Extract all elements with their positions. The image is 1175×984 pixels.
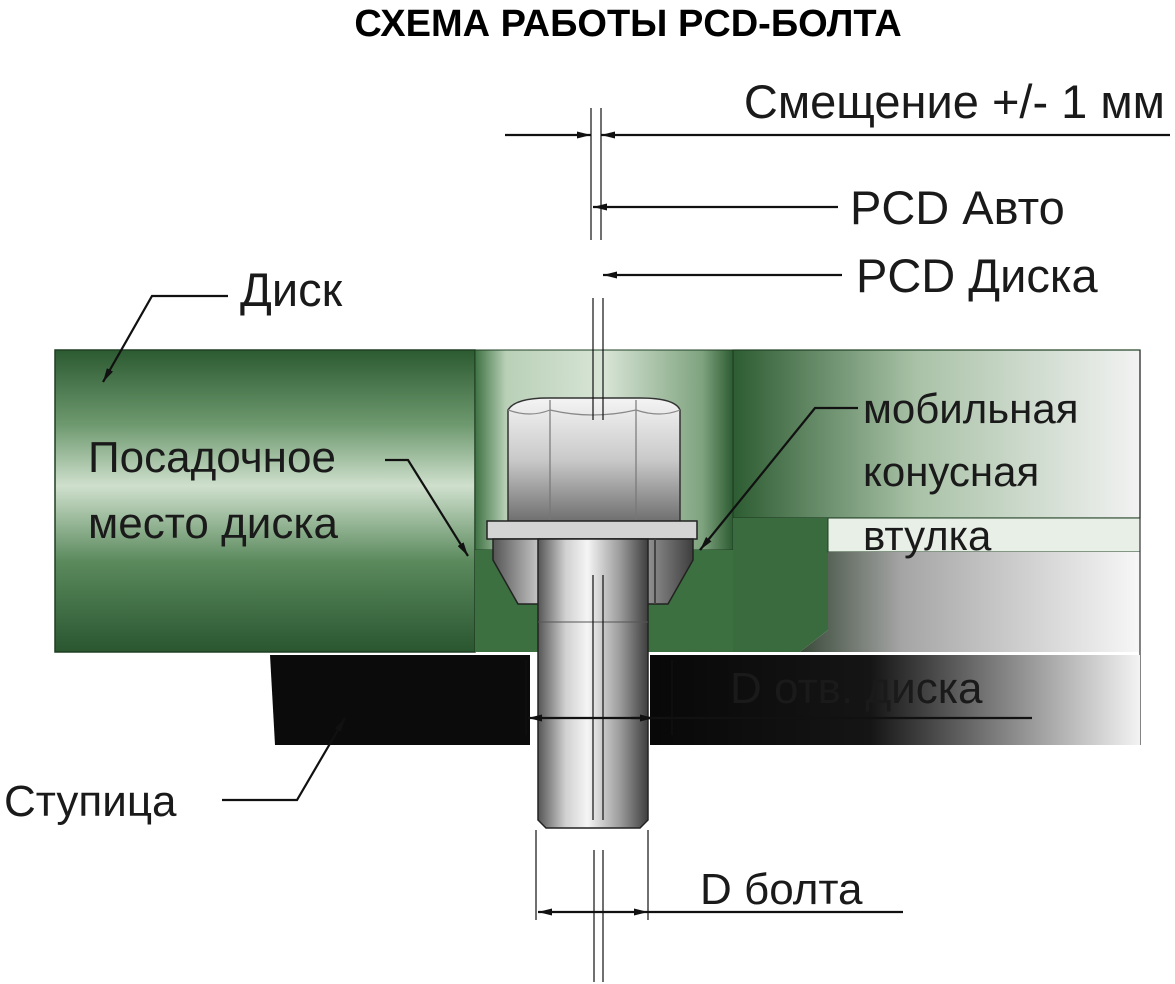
label-sleeve-line1: мобильная: [863, 385, 1078, 432]
label-hub: Ступица: [4, 777, 177, 826]
label-pcd-car: PCD Авто: [850, 181, 1065, 234]
label-sleeve-line3: втулка: [863, 512, 992, 559]
hub-body: [270, 655, 1140, 745]
dimension-lines: [102, 131, 1170, 916]
label-sleeve-line2: конусная: [863, 448, 1039, 495]
label-disk: Диск: [240, 263, 343, 316]
label-offset: Смещение +/- 1 мм: [744, 75, 1165, 128]
label-seat-line1: Посадочное: [88, 433, 336, 482]
centre-lines: [535, 108, 649, 982]
label-pcd-wheel: PCD Диска: [856, 249, 1098, 302]
diagram-title: СХЕМА РАБОТЫ PCD-БОЛТА: [354, 3, 901, 45]
pcd-bolt: [486, 397, 698, 829]
label-seat-line2: место диска: [88, 499, 339, 548]
label-disk-hole: D отв. диска: [730, 664, 983, 713]
label-bolt-diameter: D болта: [700, 865, 863, 914]
